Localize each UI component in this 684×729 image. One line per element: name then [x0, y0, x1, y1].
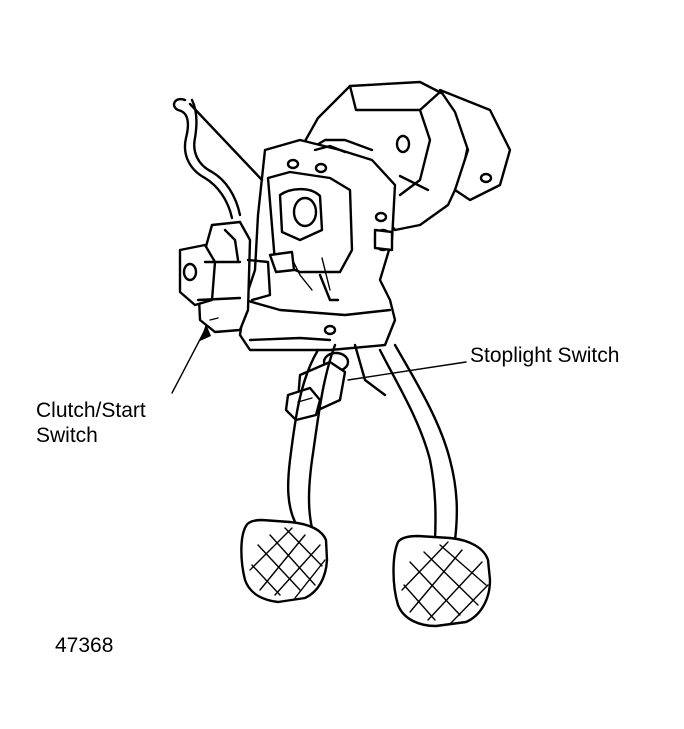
- clutch-switch-arrowhead: [200, 324, 211, 341]
- clutch-label-line1: Clutch/Start: [36, 399, 146, 422]
- pedal-arms: [286, 343, 459, 542]
- pedal-bracket-housing: [298, 80, 512, 232]
- clutch-start-switch: [172, 97, 272, 334]
- stoplight-switch: [284, 351, 350, 422]
- clutch-pedal-pad: [240, 518, 329, 604]
- front-bracket-plate: [238, 138, 397, 352]
- clutch-label-line2: Switch: [36, 424, 98, 447]
- figure-number: 47368: [55, 634, 114, 657]
- stoplight-switch-label: Stoplight Switch: [470, 344, 620, 367]
- stoplight-switch-leader-line: [347, 361, 467, 381]
- clutch-switch-leader-line: [171, 327, 207, 394]
- brake-pedal-pad: [392, 534, 492, 628]
- clutch-start-switch-label: Clutch/Start Switch: [36, 398, 196, 448]
